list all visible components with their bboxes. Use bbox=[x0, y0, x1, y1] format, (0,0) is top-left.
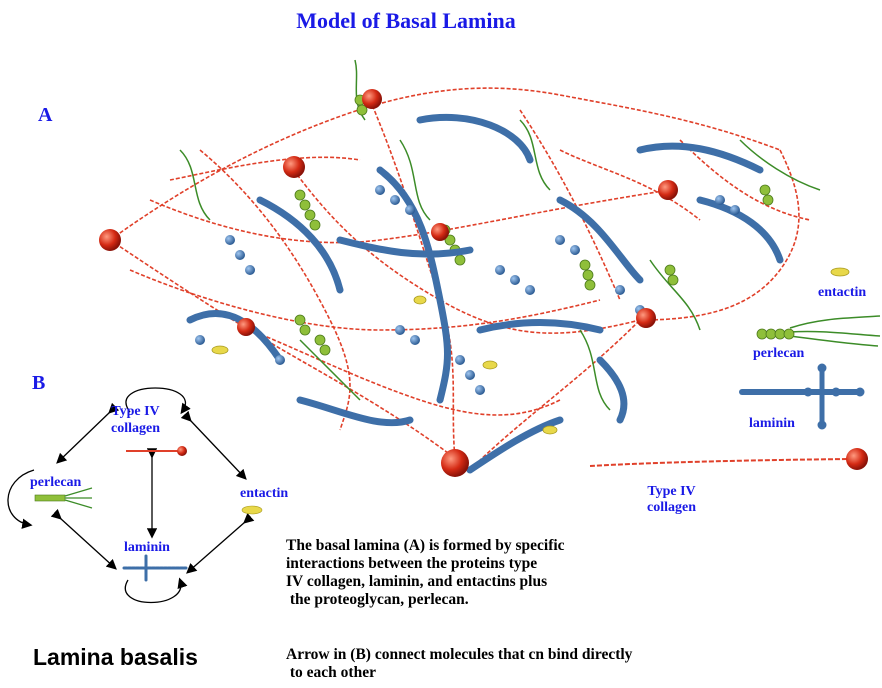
panel-b-collagen-line2: collagen bbox=[111, 421, 160, 436]
legend-collagen-label: Type IV collagen bbox=[647, 484, 696, 516]
legend-laminin-icon bbox=[739, 363, 865, 430]
panel-a-label: A bbox=[38, 104, 53, 126]
diagram-title: Model of Basal Lamina bbox=[296, 8, 516, 33]
caption: Lamina basalis bbox=[33, 644, 198, 670]
panel-b-collagen-label: Type IV collagen bbox=[111, 403, 160, 437]
legend-collagen-line1: Type IV bbox=[647, 484, 696, 499]
panel-b-perlecan-icon bbox=[34, 487, 93, 509]
arrow-note-text: Arrow in (B) connect molecules that cn b… bbox=[286, 646, 633, 681]
panel-b-laminin-label: laminin bbox=[124, 540, 170, 555]
legend-laminin-label: laminin bbox=[749, 416, 795, 431]
panel-b-arrows bbox=[7, 387, 255, 604]
panel-b-collagen-icon bbox=[126, 446, 187, 456]
panel-b-entactin-icon bbox=[241, 505, 263, 515]
panel-b-laminin-icon bbox=[122, 554, 188, 582]
laminin-beads bbox=[195, 185, 740, 395]
perlecan-strands bbox=[179, 59, 821, 411]
description-text: The basal lamina (A) is formed by specif… bbox=[286, 537, 565, 608]
legend-collagen-line2: collagen bbox=[647, 500, 696, 515]
legend-perlecan-icon bbox=[756, 315, 881, 347]
panel-b-collagen-line1: Type IV bbox=[111, 404, 160, 419]
legend-collagen-icon bbox=[589, 448, 868, 470]
panel-b-entactin-label: entactin bbox=[240, 486, 289, 501]
laminin-network bbox=[186, 113, 784, 474]
panel-b-label: B bbox=[32, 372, 46, 394]
collagen-heads bbox=[99, 89, 678, 477]
collagen-network bbox=[109, 87, 811, 471]
legend-perlecan-label: perlecan bbox=[753, 346, 805, 361]
panel-b-perlecan-label: perlecan bbox=[30, 475, 82, 490]
legend-entactin-label: entactin bbox=[818, 285, 867, 300]
perlecan-beads bbox=[294, 94, 774, 356]
entactin-molecules bbox=[211, 267, 850, 435]
